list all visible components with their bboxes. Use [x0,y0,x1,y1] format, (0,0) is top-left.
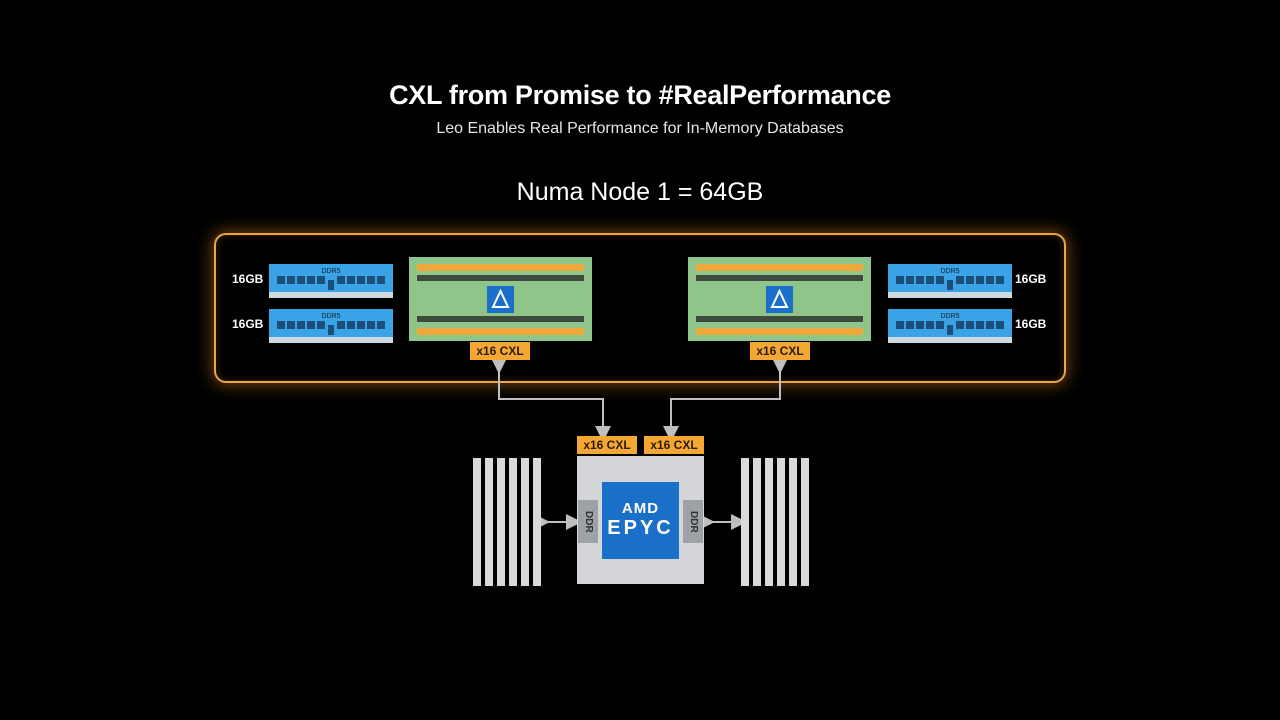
slide-title: CXL from Promise to #RealPerformance [389,80,891,110]
cxl-memory-card-left [409,257,592,341]
cpu-ddr-controller-right: DDR [683,500,703,543]
cxl-port-tag-right: x16 CXL [750,342,810,360]
cxl-memory-card-right [688,257,871,341]
cpu-cxl-port-left: x16 CXL [577,436,637,454]
dimm-label: DDR5 [940,268,959,275]
cxl-link-right [663,358,788,442]
astera-leo-logo-icon [770,288,789,308]
astera-leo-logo-icon [491,288,510,308]
amd-epyc-logo: AMD EPYC [602,482,679,559]
ddr5-dimm-left-1: DDR5 [269,264,393,298]
ddr5-dimm-right-2: DDR5 [888,309,1012,343]
numa-node-label: Numa Node 1 = 64GB [516,178,764,206]
dimm-label: DDR5 [321,313,340,320]
dimm-label: DDR5 [321,268,340,275]
cxl-port-tag-left: x16 CXL [470,342,530,360]
capacity-label-left-2: 16GB [232,317,264,331]
ddr5-dimm-right-1: DDR5 [888,264,1012,298]
cpu-model: EPYC [607,517,674,539]
cpu-cxl-port-right: x16 CXL [644,436,704,454]
capacity-label-right-2: 16GB [1015,317,1047,331]
cxl-link-left [491,358,611,442]
slide-subtitle: Leo Enables Real Performance for In-Memo… [436,120,844,137]
cpu-brand: AMD [621,500,660,517]
capacity-label-left-1: 16GB [232,272,264,286]
ddr5-dimm-left-2: DDR5 [269,309,393,343]
capacity-label-right-1: 16GB [1015,272,1047,286]
numa-node-box [214,233,1066,383]
local-ddr-dimm-bank-right [741,458,809,586]
local-ddr-dimm-bank-left [473,458,541,586]
dimm-label: DDR5 [940,313,959,320]
cpu-ddr-controller-left: DDR [578,500,598,543]
